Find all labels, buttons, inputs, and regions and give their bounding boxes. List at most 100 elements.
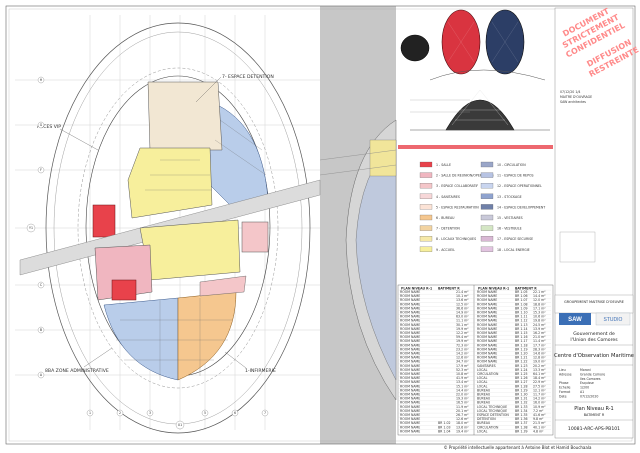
tb-drawing-sub: BATIMENT R bbox=[584, 413, 605, 417]
table-cell: ROOM NAME bbox=[477, 331, 497, 335]
table-cell: ROOM NAME bbox=[400, 397, 420, 401]
table-frame bbox=[397, 284, 554, 436]
grid-number-2: 2 bbox=[119, 411, 121, 415]
titleblock-firm-box bbox=[554, 294, 634, 314]
table-cell: 9.8 m² bbox=[533, 417, 544, 421]
table-cell: ROOM NAME bbox=[477, 323, 497, 327]
tb-field-value: Grande Comore bbox=[580, 372, 605, 376]
table-cell: 24.5 m² bbox=[533, 323, 546, 327]
table-cell: BR 1.17 bbox=[515, 339, 528, 343]
table-cell: 19.9 m² bbox=[456, 327, 469, 331]
table-cell: 17.7 m² bbox=[533, 343, 546, 347]
interior-detail-lines bbox=[116, 119, 267, 380]
tb-field-label: Phase bbox=[559, 381, 569, 385]
table-header: PLAN NIVEAU R-1 bbox=[401, 287, 432, 291]
site-outer-ellipse bbox=[45, 22, 311, 434]
table-cell: ROOM NAME bbox=[477, 311, 497, 315]
table-cell: 10.6 m² bbox=[533, 315, 546, 319]
table-cell: 12.0 m² bbox=[533, 298, 546, 302]
table-cell: 19.0 m² bbox=[533, 360, 546, 364]
legend-swatch bbox=[419, 225, 433, 231]
table-cell: ESPACE DETENTION bbox=[477, 413, 509, 417]
legend-label: 18 - LOCAL ENERGIE bbox=[497, 248, 530, 252]
table-cell: ROOM NAME bbox=[477, 327, 497, 331]
table-cell: BR 1.04 bbox=[438, 429, 451, 433]
label-espace-detention: 7- ESPACE DETENTION bbox=[222, 74, 274, 80]
table-cell: ROOM NAME bbox=[400, 356, 420, 360]
tb-field-value: A1 bbox=[580, 390, 584, 394]
table-cell: BR 1.32 bbox=[515, 401, 528, 405]
tb-field-value: Moroni bbox=[580, 368, 591, 372]
table-cell: ROOM NAME bbox=[400, 339, 420, 343]
legend-label: 10 - CIRCULATION bbox=[497, 163, 526, 167]
grid-letter-f: F bbox=[40, 168, 42, 172]
table-cell: 13.9 m² bbox=[533, 327, 546, 331]
table-cell: ROOM NAME bbox=[477, 302, 497, 306]
table-cell: 11.9 m² bbox=[456, 405, 469, 409]
table-cell: BUREAU bbox=[477, 421, 491, 425]
table-cell: 10.1 m² bbox=[456, 294, 469, 298]
legend-label: 8 - LOCAUX TECHNIQUES bbox=[436, 237, 476, 241]
zone-yellow-upper bbox=[127, 147, 213, 219]
titleblock-small-box bbox=[559, 231, 596, 263]
table-cell: ROOM NAME bbox=[400, 335, 420, 339]
table-cell: BR 1.12 bbox=[515, 319, 528, 323]
legend-swatch bbox=[419, 183, 433, 189]
table-cell: ROOM NAME bbox=[477, 360, 497, 364]
tb-top-info-1: 07/12/20 1/4 bbox=[560, 90, 580, 94]
legend-swatch bbox=[419, 214, 433, 221]
table-cell: ROOM NAME bbox=[400, 384, 420, 388]
legend-swatch bbox=[419, 161, 433, 168]
table-cell: 13.6 m² bbox=[456, 298, 469, 302]
table-cell: ROOM NAME bbox=[400, 327, 420, 331]
tb-field-value: Iles Comores bbox=[580, 377, 601, 381]
legend-swatch bbox=[480, 204, 494, 210]
grid-number-3: 3 bbox=[149, 411, 151, 415]
table-cell: 41.6 m² bbox=[533, 413, 546, 417]
table-cell: BR 1.22 bbox=[515, 360, 528, 364]
titleblock-frame bbox=[554, 7, 634, 439]
table-cell: BR 1.02 bbox=[438, 421, 451, 425]
table-cell: LOCAL bbox=[477, 380, 488, 384]
grid-letter-h: H bbox=[40, 78, 43, 82]
legend-label: 13 - STOCKAGE bbox=[497, 195, 522, 199]
table-cell: BR 1.34 bbox=[515, 409, 528, 413]
table-cell: 20.2 m² bbox=[533, 364, 546, 368]
saw-logo-box bbox=[559, 313, 591, 325]
tb-project: Centre d'Observation Maritime bbox=[554, 353, 634, 359]
building-dashed-outline bbox=[77, 67, 279, 389]
table-cell: ROOM NAME bbox=[400, 302, 420, 306]
table-cell: BR 1.13 bbox=[515, 323, 528, 327]
table-cell: ROOM NAME bbox=[400, 380, 420, 384]
grid-number-1: 1 bbox=[89, 411, 91, 415]
table-cell: ROOM NAME bbox=[477, 298, 497, 302]
table-cell: ROOM NAME bbox=[400, 347, 420, 351]
legend-swatch bbox=[480, 214, 494, 221]
table-cell: BR 1.39 bbox=[515, 429, 528, 433]
table-cell: BR 1.09 bbox=[515, 306, 528, 310]
table-cell: SANITAIRES bbox=[477, 364, 496, 368]
label-zone-admin: 8BA ZONE ADMINISTRATIVE bbox=[45, 368, 109, 374]
zone-orange-south bbox=[177, 291, 237, 381]
zone-blue-south bbox=[103, 297, 179, 381]
table-cell: 28.3 m² bbox=[533, 347, 546, 351]
legend-swatch bbox=[480, 236, 494, 242]
table-cell: 41.9 m² bbox=[456, 376, 469, 380]
table-cell: 14.2 m² bbox=[456, 352, 469, 356]
table-cell: ROOM NAME bbox=[477, 319, 497, 323]
table-cell: BR 1.27 bbox=[515, 380, 528, 384]
table-cell: ROOM NAME bbox=[400, 319, 420, 323]
table-cell: 13.3 m² bbox=[533, 368, 546, 372]
table-cell: BR 1.28 bbox=[515, 384, 528, 388]
table-cell: 19.4 m² bbox=[456, 429, 469, 433]
table-cell: 21.5 m² bbox=[533, 421, 546, 425]
tb-drawing-number: 10081-ARC-APS-PB101 bbox=[568, 426, 620, 432]
table-cell: BR 1.19 bbox=[515, 347, 528, 351]
table-cell: 13.6 m² bbox=[456, 425, 469, 429]
table-cell: BR 1.03 bbox=[438, 425, 451, 429]
table-cell: ROOM NAME bbox=[477, 347, 497, 351]
table-cell: BR 1.26 bbox=[515, 376, 528, 380]
table-cell: BR 1.08 bbox=[515, 302, 528, 306]
table-cell: ROOM NAME bbox=[400, 323, 420, 327]
